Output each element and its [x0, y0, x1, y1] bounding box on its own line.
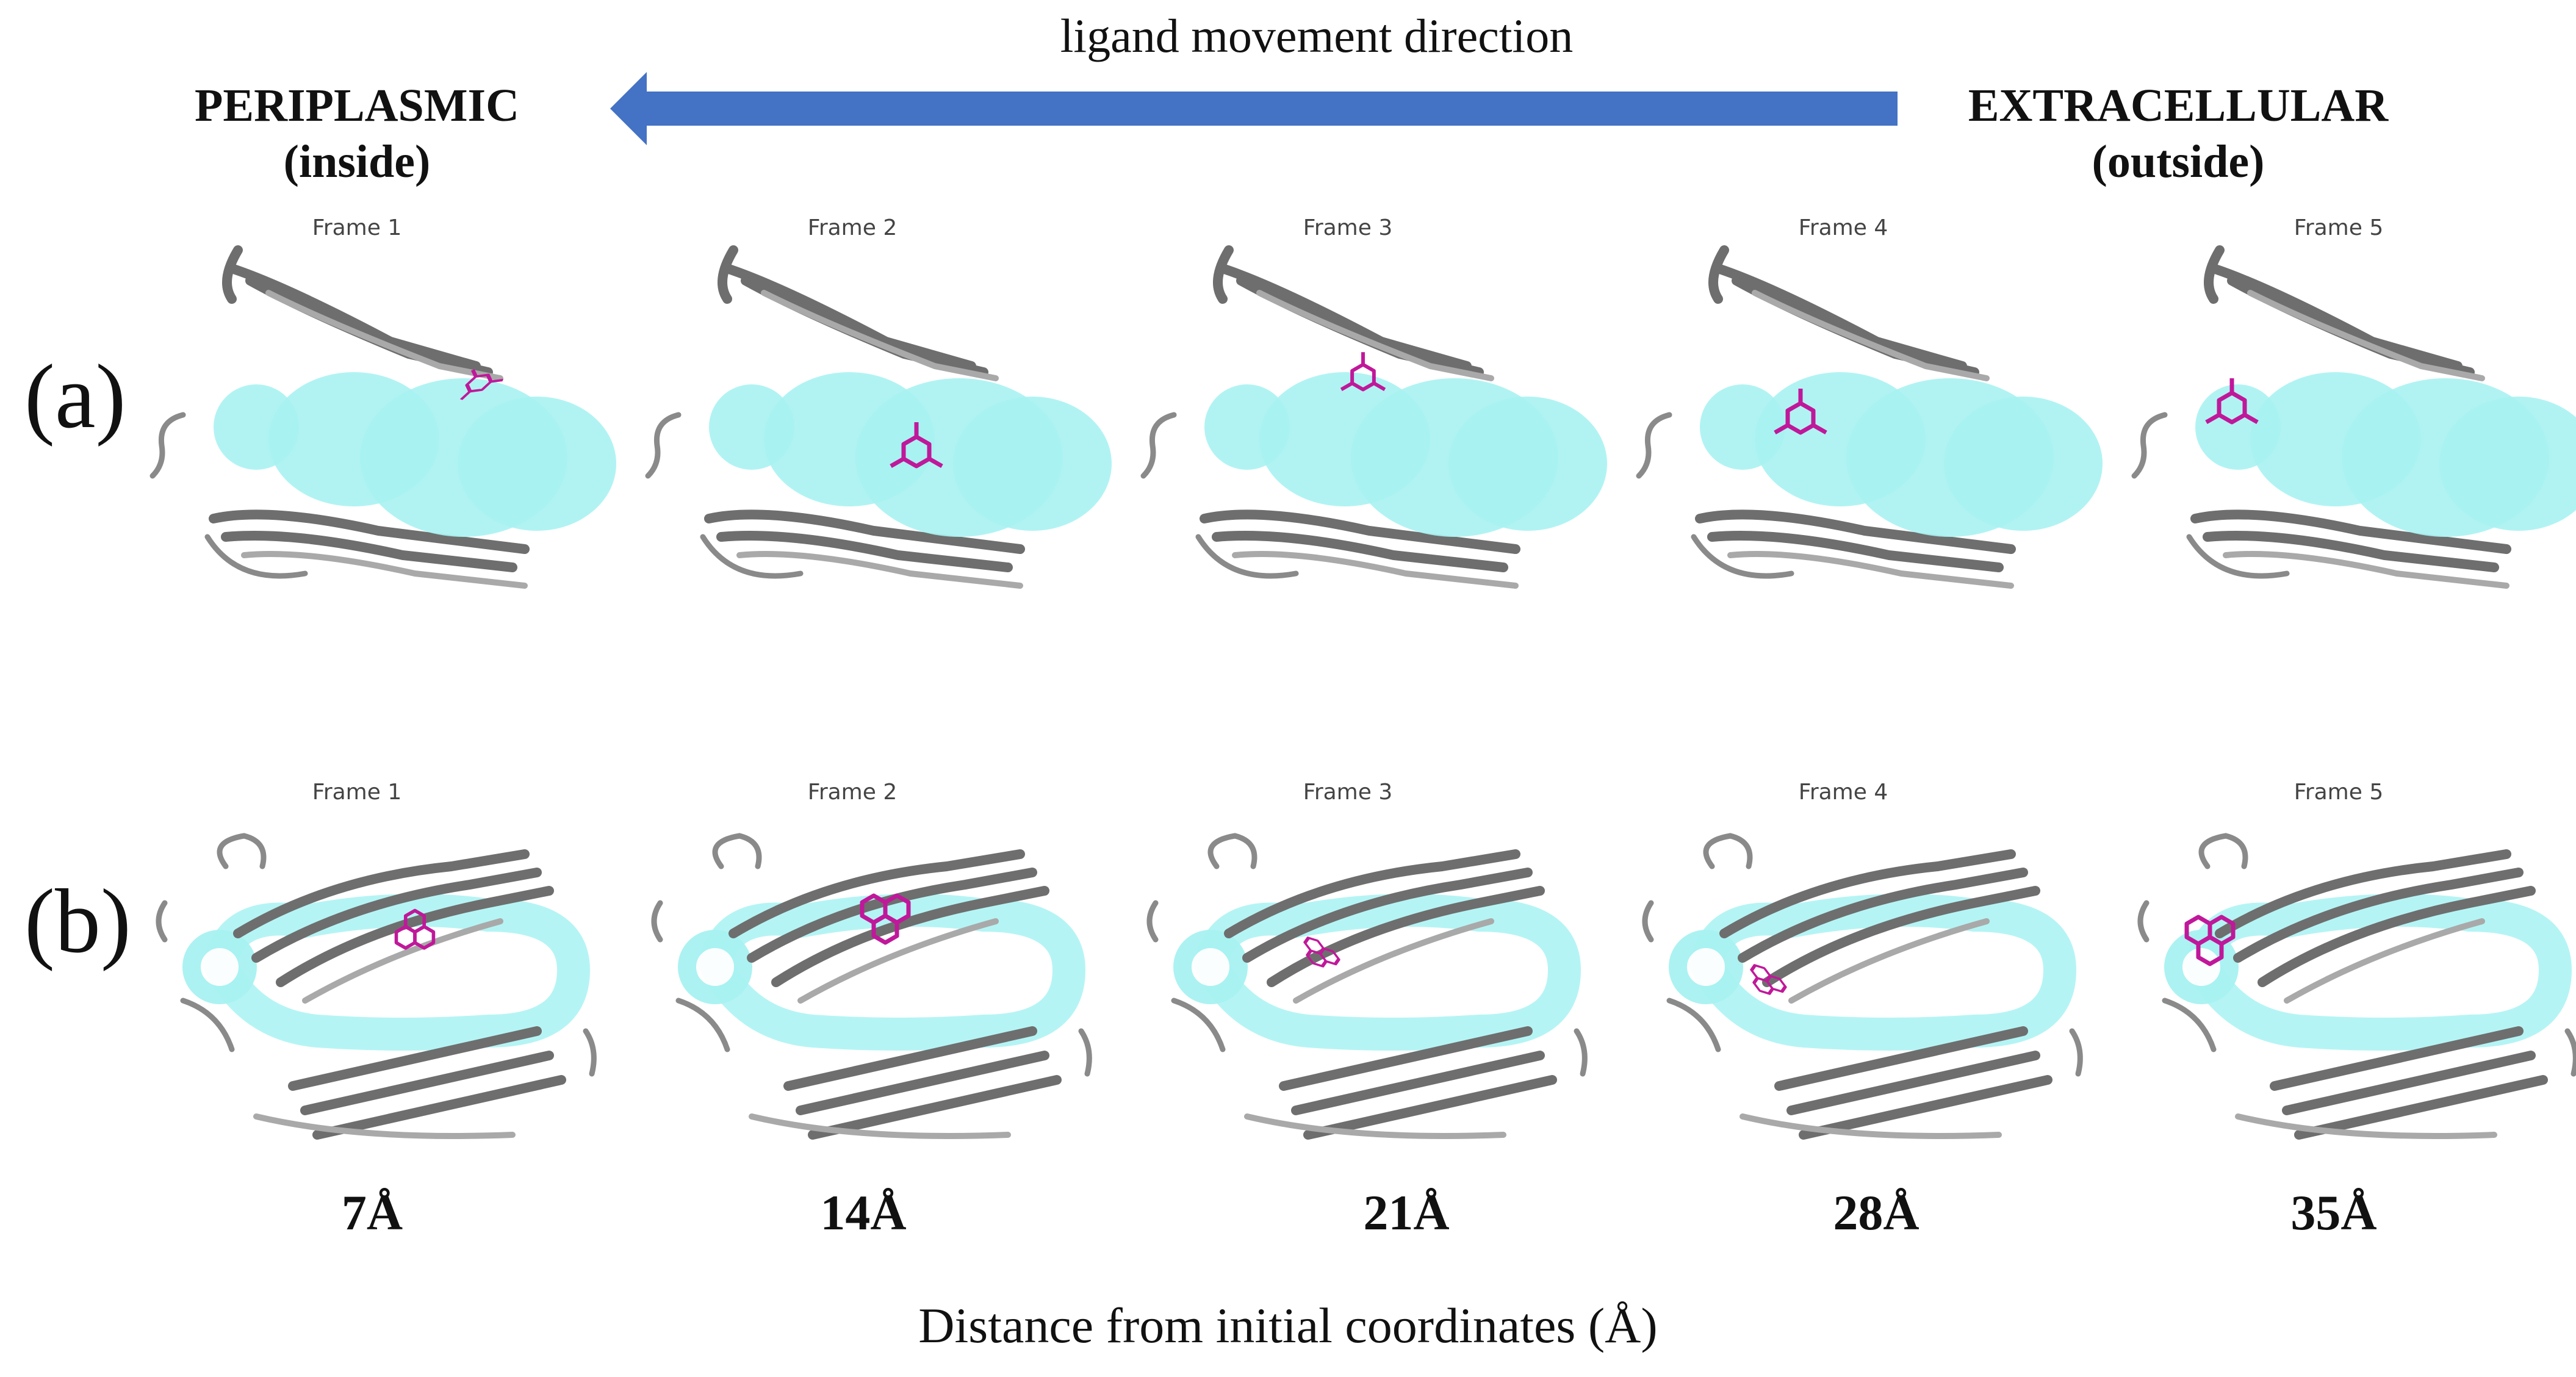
row-b-frame-5-title: Frame 5 [2294, 780, 2384, 805]
row-a-frame-1-title: Frame 1 [312, 215, 402, 240]
row-a-frame-2-structure [648, 250, 1112, 586]
row-b-frame-5-structure [2140, 836, 2575, 1136]
row-a-frame-4-title: Frame 4 [1799, 215, 1888, 240]
row-b-frame-4-title: Frame 4 [1799, 780, 1888, 805]
extracellular-sublabel: (outside) [2092, 136, 2265, 187]
row-a-frame-2-title: Frame 2 [808, 215, 898, 240]
extracellular-label: EXTRACELLULAR [1968, 80, 2389, 131]
row-a-frame-1-structure [153, 250, 616, 586]
row-b-label: (b) [24, 871, 131, 972]
row-b-frame-1-title: Frame 1 [312, 780, 402, 805]
direction-label: ligand movement direction [1060, 9, 1573, 62]
row-b-frame-3-structure [1149, 836, 1585, 1136]
distance-label-3: 21Å [1363, 1185, 1449, 1240]
row-a-frame-5-structure [2134, 250, 2576, 586]
distance-label-2: 14Å [820, 1185, 906, 1240]
distance-label-4: 28Å [1833, 1185, 1919, 1240]
periplasmic-sublabel: (inside) [284, 136, 431, 187]
row-b-frame-1-structure [159, 836, 594, 1136]
row-b-frame-2-title: Frame 2 [808, 780, 898, 805]
row-a-frame-5-title: Frame 5 [2294, 215, 2384, 240]
distance-label-1: 7Å [342, 1185, 403, 1240]
row-a-frame-3-structure [1143, 250, 1607, 586]
row-b-frame-3-title: Frame 3 [1303, 780, 1393, 805]
periplasmic-label: PERIPLASMIC [195, 80, 519, 131]
direction-arrow [610, 72, 1898, 145]
row-b-frame-4-structure [1645, 836, 2080, 1136]
row-a-frame-4-structure [1639, 250, 2103, 586]
row-b-frame-2-structure [654, 836, 1089, 1136]
distance-label-5: 35Å [2290, 1185, 2376, 1240]
axis-label: Distance from initial coordinates (Å) [918, 1298, 1657, 1353]
row-a-frame-3-title: Frame 3 [1303, 215, 1393, 240]
row-a-label: (a) [24, 346, 126, 447]
